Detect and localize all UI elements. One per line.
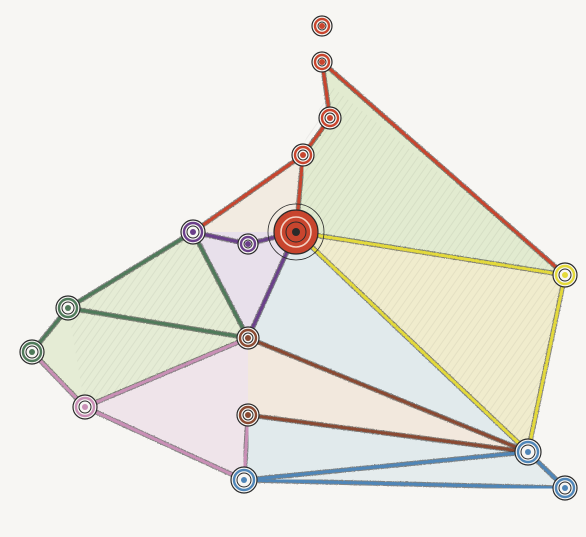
node-r1 [553,263,577,287]
node-c1 [237,327,259,349]
node-r2 [515,439,541,465]
node-t1 [312,16,332,36]
node-pv2 [238,234,258,254]
node-t4 [292,144,314,166]
node-hub [268,204,324,260]
node-t2 [312,52,332,72]
node-l3 [73,395,97,419]
node-c3 [231,467,257,493]
node-c2 [237,404,259,426]
node-r3 [553,476,577,500]
node-l2 [20,340,44,364]
node-pv1 [181,220,205,244]
node-t3 [319,107,341,129]
node-l1 [56,296,80,320]
